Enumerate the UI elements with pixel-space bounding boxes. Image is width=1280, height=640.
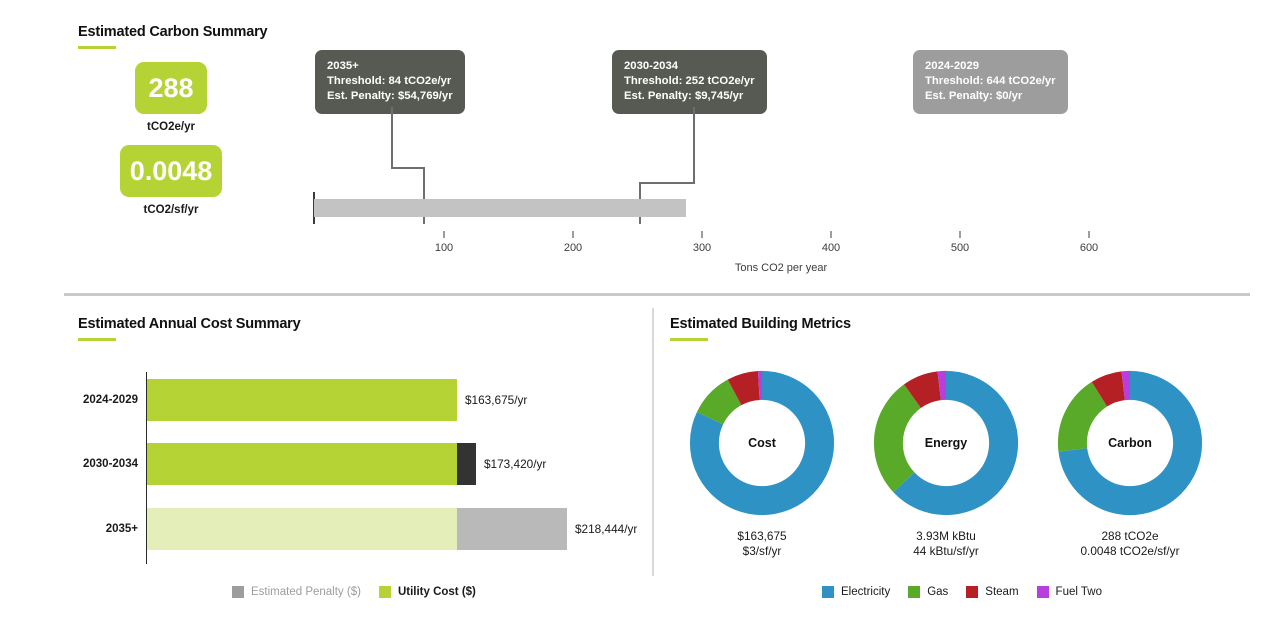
legend-label: Steam [985, 586, 1019, 598]
carbon-bar-chart [313, 107, 1090, 238]
cost-bar-row[interactable]: 2030-2034 $173,420/yr [83, 443, 547, 485]
fuel-legend: Electricity Gas Steam Fuel Two [822, 586, 1120, 598]
kpi-unit-tco2-per-sf: tCO2/sf/yr [143, 204, 199, 216]
tooltip-threshold: Threshold: 84 tCO2e/yr [327, 75, 452, 87]
donut-slice-fuel-two [689, 370, 835, 516]
donut-slice-fuel-two [1057, 370, 1203, 516]
axis-ticks [443, 231, 1090, 238]
title-underline-accent [78, 338, 116, 341]
cost-bar-row[interactable]: 2035+ $218,444/yr [106, 508, 638, 550]
gas-swatch-icon [908, 586, 921, 598]
axis-tick-label: 300 [692, 242, 712, 254]
legend-item-utility-cost[interactable]: Utility Cost ($) [378, 586, 476, 598]
utility-cost-segment [147, 379, 457, 421]
penalty-segment [457, 508, 567, 550]
legend-label: Estimated Penalty ($) [251, 586, 361, 598]
legend-item-fuel-two[interactable]: Fuel Two [1036, 586, 1102, 598]
donut-slice-gas [1057, 370, 1203, 516]
legend-label: Electricity [841, 586, 891, 598]
caption-line-1: 288 tCO2e [1101, 529, 1159, 543]
cost-summary-panel: Estimated Annual Cost Summary [78, 316, 301, 341]
cost-legend: Estimated Penalty ($) Utility Cost ($) [232, 586, 494, 598]
electricity-swatch-icon [822, 586, 834, 598]
caption-line-2: 44 kBtu/sf/yr [913, 544, 979, 558]
donut-svg [873, 370, 1019, 516]
donut-slice-gas [873, 370, 1019, 516]
caption-line-1: 3.93M kBtu [916, 529, 976, 543]
legend-item-electricity[interactable]: Electricity [822, 586, 890, 598]
axis-tick-label: 100 [434, 242, 454, 254]
donut-card-energy[interactable]: Energy 3.93M kBtu 44 kBtu/sf/yr [870, 367, 1022, 559]
donut-caption-energy: 3.93M kBtu 44 kBtu/sf/yr [870, 529, 1022, 559]
kpi-chip-tco2e: 288 [135, 62, 207, 114]
legend-item-steam[interactable]: Steam [966, 586, 1019, 598]
section-divider [64, 293, 1250, 296]
cost-bar-value-label: $218,444/yr [575, 522, 638, 536]
legend-item-estimated-penalty[interactable]: Estimated Penalty ($) [232, 586, 361, 598]
caption-line-2: 0.0048 tCO2e/sf/yr [1080, 544, 1180, 558]
tooltip-penalty: Est. Penalty: $0/yr [925, 90, 1023, 102]
title-underline-accent [78, 46, 116, 49]
donut-slice-fuel-two [873, 370, 1019, 516]
vertical-divider [652, 308, 654, 576]
connector-line-2035 [391, 107, 425, 224]
cost-bar-value-label: $173,420/yr [484, 457, 547, 471]
donut-chart-energy: Energy [870, 367, 1022, 519]
utility-cost-segment [147, 443, 457, 485]
cost-bar-category-label: 2024-2029 [83, 394, 138, 406]
fuel-two-swatch-icon [1036, 586, 1049, 598]
penalty-segment [457, 443, 476, 485]
axis-tick-label: 500 [950, 242, 970, 254]
cost-summary-title: Estimated Annual Cost Summary [78, 316, 301, 332]
steam-swatch-icon [966, 586, 979, 598]
tooltip-penalty: Est. Penalty: $9,745/yr [624, 90, 744, 102]
legend-label: Fuel Two [1055, 586, 1102, 598]
kpi-unit-tco2e: tCO2e/yr [147, 121, 195, 133]
axis-tick-label: 600 [1079, 242, 1099, 254]
emissions-bar [314, 199, 686, 217]
tooltip-period: 2035+ [327, 60, 359, 72]
kpi-chip-tco2-per-sf: 0.0048 [120, 145, 222, 197]
donut-svg [689, 370, 835, 516]
utility-cost-segment [147, 508, 457, 550]
threshold-tooltip-2035[interactable]: 2035+ Threshold: 84 tCO2e/yr Est. Penalt… [315, 50, 465, 114]
carbon-axis-title: Tons CO2 per year [734, 262, 828, 274]
building-metrics-panel: Estimated Building Metrics [670, 316, 851, 341]
cost-bar-value-label: $163,675/yr [465, 393, 528, 407]
cost-bar-category-label: 2030-2034 [83, 458, 138, 470]
donut-svg [1057, 370, 1203, 516]
title-underline-accent [670, 338, 708, 341]
legend-item-gas[interactable]: Gas [908, 586, 948, 598]
caption-line-2: $3/sf/yr [742, 544, 782, 558]
tooltip-penalty: Est. Penalty: $54,769/yr [327, 90, 453, 102]
threshold-tooltip-2030-2034[interactable]: 2030-2034 Threshold: 252 tCO2e/yr Est. P… [612, 50, 767, 114]
cost-bar-category-label: 2035+ [105, 523, 138, 535]
legend-label: Gas [927, 586, 949, 598]
axis-tick-label: 400 [821, 242, 841, 254]
donut-caption-cost: $163,675 $3/sf/yr [686, 529, 838, 559]
tooltip-threshold: Threshold: 252 tCO2e/yr [624, 75, 755, 87]
cost-chart-baseline [146, 372, 147, 564]
legend-label: Utility Cost ($) [397, 586, 476, 598]
tooltip-period: 2030-2034 [624, 60, 679, 72]
donut-caption-carbon: 288 tCO2e 0.0048 tCO2e/sf/yr [1054, 529, 1206, 559]
tooltip-threshold: Threshold: 644 tCO2e/yr [925, 75, 1056, 87]
tooltip-period: 2024-2029 [925, 60, 980, 72]
carbon-kpi-group: 288 tCO2e/yr 0.0048 tCO2/sf/yr [118, 62, 258, 216]
donut-chart-carbon: Carbon [1054, 367, 1206, 519]
threshold-tooltip-2024-2029[interactable]: 2024-2029 Threshold: 644 tCO2e/yr Est. P… [913, 50, 1068, 114]
carbon-summary-title: Estimated Carbon Summary [78, 24, 268, 40]
donut-card-carbon[interactable]: Carbon 288 tCO2e 0.0048 tCO2e/sf/yr [1054, 367, 1206, 559]
cost-bar-row[interactable]: 2024-2029 $163,675/yr [83, 379, 528, 421]
penalty-swatch-icon [232, 586, 244, 598]
caption-line-1: $163,675 [737, 529, 787, 543]
axis-tick-label: 200 [563, 242, 583, 254]
carbon-summary-panel: Estimated Carbon Summary [78, 24, 268, 49]
donut-chart-cost: Cost [686, 367, 838, 519]
donut-card-cost[interactable]: Cost $163,675 $3/sf/yr [686, 367, 838, 559]
utility-swatch-icon [378, 586, 391, 598]
building-metrics-title: Estimated Building Metrics [670, 316, 851, 332]
